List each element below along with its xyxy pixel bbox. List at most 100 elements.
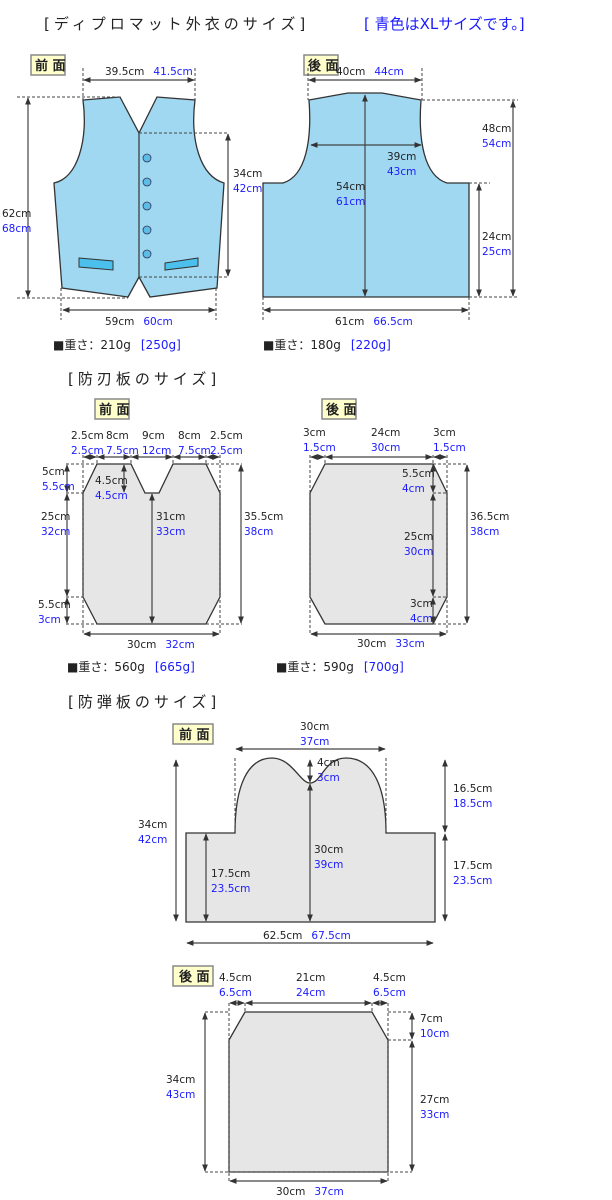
standard-size: 34cm: [233, 168, 262, 180]
back-label: 後 面: [308, 58, 339, 74]
dimension-label: 36.5cm 38cm: [470, 511, 509, 538]
xl-size: 43cm: [387, 166, 416, 178]
outer-title: [ディプロマット外衣のサイズ]: [44, 15, 309, 33]
standard-size: 61cm: [335, 316, 364, 328]
xl-size: 25cm: [482, 246, 511, 258]
standard-size: 4cm: [317, 757, 340, 769]
xl-size: 2.5cm: [71, 445, 104, 457]
standard-size: 24cm: [482, 231, 511, 243]
standard-weight: 180g: [310, 338, 341, 352]
standard-size: 27cm: [420, 1094, 449, 1106]
standard-size: 40cm: [336, 66, 365, 78]
standard-size: 7cm: [420, 1013, 443, 1025]
standard-size: 62cm: [2, 208, 31, 220]
pocket-right: [164, 257, 199, 271]
bullet-front-label: 前 面: [179, 727, 210, 743]
xl-size: 68cm: [2, 223, 31, 235]
xl-size: 24cm: [296, 987, 325, 999]
standard-weight: 210g: [100, 338, 131, 352]
dimension-label: 17.5cm 23.5cm: [211, 868, 250, 895]
standard-size: 36.5cm: [470, 511, 509, 523]
xl-size: 42cm: [138, 834, 167, 846]
xl-size: 33cm: [156, 526, 185, 538]
dimension-label: 4.5cm 4.5cm: [95, 475, 128, 502]
xl-size: 2.5cm: [210, 445, 243, 457]
dimension-label: 5.5cm 4cm: [402, 468, 435, 495]
standard-size: 4.5cm: [95, 475, 128, 487]
xl-size: 54cm: [482, 138, 511, 150]
standard-size: 5cm: [42, 466, 65, 478]
xl-size: 32cm: [41, 526, 70, 538]
xl-size: 38cm: [244, 526, 273, 538]
standard-size: 30cm: [357, 638, 386, 650]
xl-size: 5.5cm: [42, 481, 75, 493]
standard-size: 59cm: [105, 316, 134, 328]
vest-back-shape: [262, 92, 470, 298]
standard-size: 5.5cm: [38, 599, 71, 611]
xl-size: 1.5cm: [433, 442, 466, 454]
button-icons: [142, 153, 152, 259]
stab-front-label-box: [94, 398, 130, 420]
xl-size: 30cm: [404, 546, 433, 558]
standard-size: 17.5cm: [211, 868, 250, 880]
standard-size: 5.5cm: [402, 468, 435, 480]
standard-size: 35.5cm: [244, 511, 283, 523]
xl-size: 12cm: [142, 445, 171, 457]
xl-size: 61cm: [336, 196, 365, 208]
standard-size: 2.5cm: [210, 430, 243, 442]
standard-size: 31cm: [156, 511, 185, 523]
xl-size: 66.5cm: [373, 316, 412, 328]
front-label: 前 面: [35, 58, 66, 74]
stab-front-label: 前 面: [99, 402, 130, 418]
dimension-label: 2.5cm 2.5cm: [210, 430, 243, 457]
standard-size: 48cm: [482, 123, 511, 135]
standard-size: 34cm: [166, 1074, 195, 1086]
xl-weight: [250g]: [141, 338, 181, 352]
xl-size: 23.5cm: [211, 883, 250, 895]
xl-size: 7.5cm: [106, 445, 139, 457]
xl-note: [ 青色はXLサイズです。]: [364, 15, 525, 33]
bullet-back-shape: [228, 1011, 389, 1173]
bullet-back-label-box: [172, 965, 214, 987]
xl-size: 37cm: [314, 1186, 343, 1198]
xl-size: 4cm: [402, 483, 425, 495]
bullet-plate-title: [防弾板のサイズ]: [68, 693, 220, 711]
standard-size: 8cm: [178, 430, 201, 442]
xl-weight: [665g]: [155, 660, 195, 674]
standard-size: 39.5cm: [105, 66, 144, 78]
xl-size: 37cm: [300, 736, 329, 748]
weight-label: ■重さ：210g[250g]: [53, 338, 181, 352]
back-label-box: [303, 54, 339, 76]
standard-size: 2.5cm: [71, 430, 104, 442]
weight-label: ■重さ：590g[700g]: [276, 660, 404, 674]
xl-size: 6.5cm: [219, 987, 252, 999]
xl-size: 4.5cm: [95, 490, 128, 502]
xl-size: 38cm: [470, 526, 499, 538]
dimension-label: 61cm 66.5cm: [335, 316, 413, 328]
weight-label: ■重さ：560g[665g]: [67, 660, 195, 674]
stab-back-label: 後 面: [326, 402, 357, 418]
weight-label: ■重さ：180g[220g]: [263, 338, 391, 352]
xl-size: 7.5cm: [178, 445, 211, 457]
xl-size: 1.5cm: [303, 442, 336, 454]
